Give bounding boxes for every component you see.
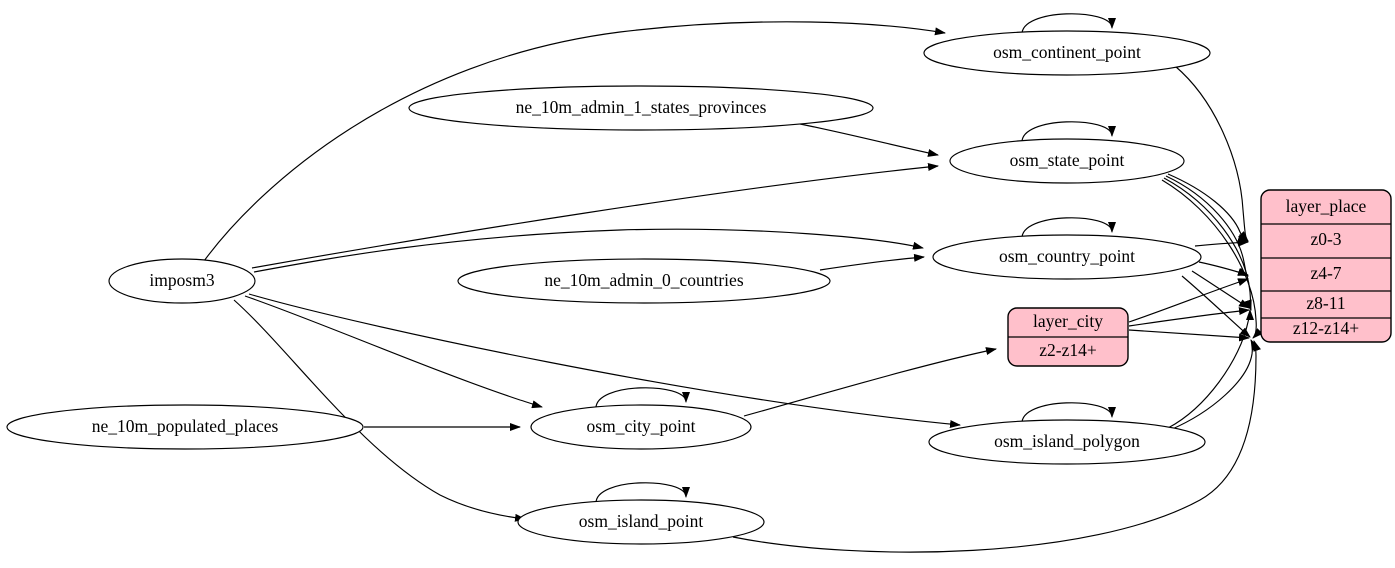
node-osm_island_point[interactable]: osm_island_point xyxy=(517,499,765,545)
edge-osm_island_polygon-to-layer_place-z8-11 xyxy=(1167,309,1254,429)
node-osm_island_polygon[interactable]: osm_island_polygon xyxy=(928,419,1206,465)
edge-self-loop-osm_country_point xyxy=(1021,217,1116,240)
edge-osm_country_point-to-layer_place-z0-3 xyxy=(1194,238,1249,247)
node-imposm3[interactable]: imposm3 xyxy=(108,258,256,304)
node-label-osm_continent_point: osm_continent_point xyxy=(993,42,1141,62)
edge-osm_island_point-to-layer_place-z12-z14+ xyxy=(732,340,1261,553)
record-node-layer_city[interactable]: layer_city z2-z14+ xyxy=(1007,307,1129,367)
node-osm_city_point[interactable]: osm_city_point xyxy=(530,404,752,450)
node-ne_10m_admin_0_countries[interactable]: ne_10m_admin_0_countries xyxy=(457,258,831,304)
node-label-ne_10m_admin_0_countries: ne_10m_admin_0_countries xyxy=(544,270,743,290)
edge-osm_island_polygon-to-layer_place-z12-z14+ xyxy=(1169,339,1260,431)
node-label-ne_10m_admin_1_states_provinces: ne_10m_admin_1_states_provinces xyxy=(516,97,767,117)
node-label-osm_island_point: osm_island_point xyxy=(579,511,704,531)
record-row-layer_place-z0-3: z0-3 xyxy=(1310,229,1341,249)
node-osm_continent_point[interactable]: osm_continent_point xyxy=(923,30,1211,76)
edge-osm_country_point-to-layer_place-z12-z14+ xyxy=(1181,275,1251,338)
edge-imposm3-to-osm_island_polygon xyxy=(248,293,961,429)
edge-osm_state_point-to-layer_place-z8-11 xyxy=(1163,177,1252,311)
node-ne_10m_populated_places[interactable]: ne_10m_populated_places xyxy=(6,404,364,450)
edge-layer xyxy=(203,13,1263,553)
node-label-imposm3: imposm3 xyxy=(149,270,214,290)
node-label-osm_state_point: osm_state_point xyxy=(1010,150,1125,170)
node-layer: imposm3 ne_10m_admin_1_states_provinces … xyxy=(6,30,1211,545)
edge-self-loop-osm_island_point xyxy=(595,482,690,505)
edge-osm_country_point-to-layer_place-z4-7 xyxy=(1198,261,1249,276)
node-ne_10m_admin_1_states_provinces[interactable]: ne_10m_admin_1_states_provinces xyxy=(408,85,874,131)
edge-osm_state_point-to-layer_place-z12-z14+ xyxy=(1161,179,1263,339)
edge-ne_10m_admin_1_states_provinces-to-osm_state_point xyxy=(799,123,939,157)
node-label-osm_city_point: osm_city_point xyxy=(587,416,696,436)
node-osm_country_point[interactable]: osm_country_point xyxy=(932,234,1202,280)
node-label-osm_country_point: osm_country_point xyxy=(999,246,1135,266)
edge-imposm3-to-osm_continent_point xyxy=(203,21,946,262)
record-row-layer_place-header: layer_place xyxy=(1286,196,1367,216)
record-row-layer_city-header: layer_city xyxy=(1033,311,1103,331)
edge-ne_10m_admin_0_countries-to-osm_country_point xyxy=(819,253,925,271)
node-osm_state_point[interactable]: osm_state_point xyxy=(949,138,1185,184)
edge-layer_city-to-layer_place-z4-7 xyxy=(1128,278,1249,323)
edge-layer_city-to-layer_place-z12-z14+ xyxy=(1128,329,1250,342)
edge-osm_city_point-to-layer_city-z2-z14+ xyxy=(743,347,997,417)
node-label-ne_10m_populated_places: ne_10m_populated_places xyxy=(92,416,279,436)
record-node-layer_place[interactable]: layer_place z0-3 z4-7 z8-11 z12-z14+ xyxy=(1260,189,1392,343)
edge-layer_city-to-layer_place-z8-11 xyxy=(1128,307,1250,327)
record-node-layer: layer_city z2-z14+ layer_place z0-3 z4-7… xyxy=(1007,189,1392,367)
edge-self-loop-osm_continent_point xyxy=(1021,13,1116,36)
record-row-layer_place-z12-z14: z12-z14+ xyxy=(1293,318,1359,338)
edge-imposm3-to-osm_island_point xyxy=(233,299,526,522)
node-label-osm_island_polygon: osm_island_polygon xyxy=(994,431,1140,451)
edge-imposm3-to-osm_state_point xyxy=(251,163,939,269)
edge-self-loop-osm_island_polygon xyxy=(1021,402,1116,425)
edge-imposm3-to-osm_city_point xyxy=(244,295,543,409)
record-row-layer_place-z4-7: z4-7 xyxy=(1310,263,1341,283)
edge-self-loop-osm_city_point xyxy=(595,387,690,410)
record-row-layer_place-z8-11: z8-11 xyxy=(1306,293,1345,313)
edge-imposm3-to-osm_country_point xyxy=(253,228,924,273)
record-row-layer_city-z2-z14: z2-z14+ xyxy=(1039,340,1097,360)
edge-osm_country_point-to-layer_place-z8-11 xyxy=(1191,270,1250,309)
edge-self-loop-osm_state_point xyxy=(1021,121,1116,144)
